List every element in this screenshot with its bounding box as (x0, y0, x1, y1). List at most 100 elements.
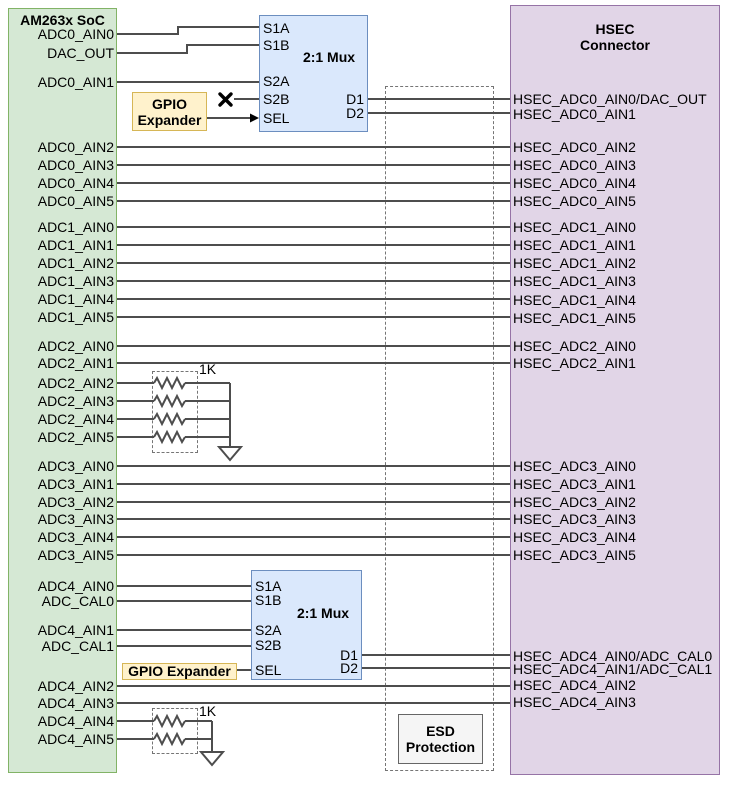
hsec-pin-label: HSEC_ADC1_AIN2 (513, 255, 636, 271)
soc-signal-label: ADC2_AIN3 (37, 393, 114, 409)
mux2-pin-d1: D1 (340, 647, 358, 663)
soc-title: AM263x SoC (20, 12, 105, 28)
soc-signal-label: ADC4_AIN5 (37, 731, 114, 747)
soc-signal-label: ADC2_AIN4 (37, 411, 114, 427)
hsec-pin-label: HSEC_ADC2_AIN1 (513, 355, 636, 371)
soc-signal-label: ADC_CAL0 (41, 593, 114, 609)
hsec-pin-label: HSEC_ADC3_AIN3 (513, 511, 636, 527)
hsec-pin-label: HSEC_ADC0_AIN0/DAC_OUT (513, 91, 707, 107)
mux2-pin-s1b: S1B (255, 592, 282, 608)
soc-signal-label: ADC3_AIN5 (37, 547, 114, 563)
soc-signal-label: ADC0_AIN0 (37, 26, 114, 42)
hsec-pin-label: HSEC_ADC0_AIN5 (513, 193, 636, 209)
soc-signal-label: ADC4_AIN1 (37, 622, 114, 638)
mux2-box (251, 570, 362, 680)
soc-signal-label: ADC4_AIN4 (37, 713, 114, 729)
soc-signal-label: ADC0_AIN3 (37, 157, 114, 173)
soc-signal-label: ADC2_AIN2 (37, 375, 114, 391)
resistor-icon (153, 375, 186, 391)
gpio-expander1-box: GPIO Expander (132, 92, 207, 131)
soc-signal-label: ADC0_AIN5 (37, 193, 114, 209)
hsec-pin-label: HSEC_ADC3_AIN1 (513, 476, 636, 492)
hsec-pin-label: HSEC_ADC0_AIN1 (513, 106, 636, 122)
gpio-expander2-box: GPIO Expander (122, 663, 237, 680)
soc-signal-label: ADC0_AIN1 (37, 74, 114, 90)
soc-signal-label: ADC3_AIN4 (37, 529, 114, 545)
hsec-pin-label: HSEC_ADC3_AIN5 (513, 547, 636, 563)
hsec-pin-label: HSEC_ADC4_AIN2 (513, 677, 636, 693)
arrowhead-icon (250, 113, 259, 123)
hsec-pin-label: HSEC_ADC3_AIN4 (513, 529, 636, 545)
gpio-expander2-label: GPIO Expander (128, 663, 231, 679)
mux2-pin-s1a: S1A (255, 578, 282, 594)
resnet2-value-label: 1K (199, 703, 217, 719)
hsec-connector-box: HSEC Connector (510, 5, 720, 775)
hsec-pin-label: HSEC_ADC1_AIN0 (513, 219, 636, 235)
mux1-pin-s2b: S2B (263, 91, 290, 107)
mux2-title: 2:1 Mux (296, 605, 350, 621)
ground-icon (216, 446, 244, 462)
mux1-pin-sel: SEL (263, 110, 290, 126)
hsec-pin-label: HSEC_ADC1_AIN4 (513, 292, 636, 308)
soc-signal-label: ADC2_AIN0 (37, 338, 114, 354)
gpio-expander1-line2: Expander (137, 111, 202, 128)
resnet2-wires (117, 720, 213, 752)
esd-label-line1: ESD (426, 723, 455, 739)
mux2-pin-d2: D2 (340, 660, 358, 676)
mux1-pin-s1a: S1A (263, 20, 290, 36)
esd-label-line2: Protection (405, 739, 476, 755)
soc-signal-label: ADC1_AIN2 (37, 255, 114, 271)
hsec-pin-label: HSEC_ADC4_AIN3 (513, 694, 636, 710)
soc-signal-label: ADC1_AIN0 (37, 219, 114, 235)
soc-signal-label: ADC0_AIN4 (37, 175, 114, 191)
soc-signal-label: ADC2_AIN1 (37, 355, 114, 371)
soc-box: AM263x SoC (8, 8, 117, 773)
soc-signal-label: ADC4_AIN3 (37, 695, 114, 711)
resistor-icon (153, 429, 186, 445)
resistor-icon (153, 393, 186, 409)
wire (117, 146, 510, 704)
mux1-pin-s2a: S2A (263, 73, 290, 89)
resistor-icon (153, 411, 186, 427)
soc-signal-label: ADC4_AIN2 (37, 678, 114, 694)
mux1-box (259, 15, 368, 132)
hsec-pin-label: HSEC_ADC0_AIN2 (513, 139, 636, 155)
soc-signal-label: ADC1_AIN4 (37, 291, 114, 307)
mux2-pin-sel: SEL (255, 662, 282, 678)
soc-signal-label: ADC1_AIN1 (37, 237, 114, 253)
mux1-pin-s1b: S1B (263, 37, 290, 53)
soc-signal-label: DAC_OUT (47, 45, 114, 61)
mux1-pin-d1: D1 (346, 91, 364, 107)
soc-signal-label: ADC3_AIN1 (37, 476, 114, 492)
hsec-title-line1: HSEC (595, 21, 635, 37)
hsec-pin-label: HSEC_ADC1_AIN1 (513, 237, 636, 253)
soc-signal-label: ADC3_AIN3 (37, 511, 114, 527)
gpio-expander1-line1: GPIO (151, 95, 187, 112)
resnet1-wires (117, 382, 231, 447)
mux1-wires (117, 26, 510, 119)
soc-signal-label: ADC_CAL1 (41, 638, 114, 654)
hsec-pin-label: HSEC_ADC1_AIN3 (513, 273, 636, 289)
hsec-pin-label: HSEC_ADC3_AIN2 (513, 494, 636, 510)
soc-signal-label: ADC4_AIN0 (37, 578, 114, 594)
hsec-pin-label: HSEC_ADC4_AIN1/ADC_CAL1 (513, 661, 713, 677)
resnet1-value-label: 1K (199, 361, 217, 377)
resistor-icon (153, 731, 186, 747)
resnet1-outline (152, 371, 198, 453)
hsec-pin-label: HSEC_ADC2_AIN0 (513, 338, 636, 354)
hsec-pin-label: HSEC_ADC0_AIN3 (513, 157, 636, 173)
hsec-pin-label: HSEC_ADC4_AIN0/ADC_CAL0 (513, 648, 713, 664)
mux2-pin-s2b: S2B (255, 637, 282, 653)
soc-signal-label: ADC0_AIN2 (37, 139, 114, 155)
soc-signal-label: ADC1_AIN3 (37, 273, 114, 289)
mux1-title: 2:1 Mux (302, 49, 356, 65)
esd-region-outline (385, 86, 494, 771)
mux1-pin-d2: D2 (346, 105, 364, 121)
hsec-pin-label: HSEC_ADC1_AIN5 (513, 310, 636, 326)
hsec-pin-label: HSEC_ADC3_AIN0 (513, 458, 636, 474)
soc-signal-label: ADC1_AIN5 (37, 309, 114, 325)
esd-protection-box: ESD Protection (398, 714, 483, 764)
resistor-icon (153, 713, 186, 729)
